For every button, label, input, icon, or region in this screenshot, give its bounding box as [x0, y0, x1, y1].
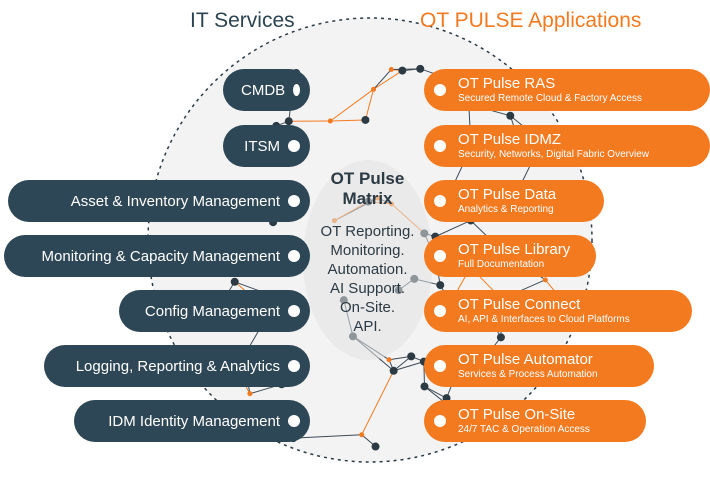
capability-ai-support: AI Support. — [329, 280, 406, 297]
network-link — [423, 361, 425, 387]
capability-monitoring: Monitoring. — [330, 242, 405, 259]
ot-app-subtitle: Analytics & Reporting — [458, 204, 554, 215]
network-link — [329, 88, 374, 122]
ot-app-text: OT Pulse RAS Secured Remote Cloud & Fact… — [458, 75, 642, 105]
capability-on-site: On-Site. — [339, 299, 396, 316]
connector-dot-icon — [434, 250, 446, 262]
ot-app-idmz[interactable]: OT Pulse IDMZ Security, Networks, Digita… — [424, 125, 710, 167]
network-link — [330, 119, 366, 122]
it-service-asset-inventory-management[interactable]: Asset & Inventory Management — [8, 180, 310, 222]
network-link — [293, 434, 362, 439]
network-node — [416, 64, 425, 73]
network-link — [373, 69, 392, 90]
it-service-label: IDM Identity Management — [108, 412, 280, 430]
ot-app-subtitle: Security, Networks, Digital Fabric Overv… — [458, 149, 649, 160]
it-service-config-management[interactable]: Config Management — [119, 290, 310, 332]
connector-dot-icon — [434, 140, 446, 152]
matrix-title-line-2: Matrix — [342, 189, 393, 208]
network-node — [371, 442, 380, 451]
ot-app-text: OT Pulse Connect AI, API & Interfaces to… — [458, 296, 630, 326]
network-node — [359, 432, 365, 438]
it-service-label: Logging, Reporting & Analytics — [75, 357, 280, 375]
connector-dot-icon — [434, 195, 446, 207]
capability-automation: Automation. — [327, 261, 408, 278]
ot-app-title: OT Pulse IDMZ — [458, 131, 562, 148]
network-node — [361, 115, 370, 124]
connector-dot-icon — [288, 195, 300, 207]
network-link — [361, 370, 395, 435]
network-node — [407, 352, 416, 361]
ot-app-data[interactable]: OT Pulse Data Analytics & Reporting — [424, 180, 604, 222]
ot-app-title: OT Pulse Data — [458, 186, 557, 203]
capability-api: API. — [353, 318, 382, 335]
network-link — [364, 89, 375, 121]
matrix-center-circle — [303, 160, 433, 360]
it-services-heading: IT Services — [190, 9, 295, 32]
it-service-monitoring-capacity-management[interactable]: Monitoring & Capacity Management — [4, 235, 310, 277]
network-link — [435, 220, 471, 238]
network-node — [496, 333, 505, 342]
it-service-label: CMDB — [241, 81, 286, 99]
it-service-label: ITSM — [244, 137, 280, 155]
ot-app-subtitle: 24/7 TAC & Operation Access — [458, 424, 590, 435]
network-node — [247, 391, 253, 397]
network-node — [327, 118, 333, 124]
ot-app-text: OT Pulse On-Site 24/7 TAC & Operation Ac… — [458, 406, 590, 436]
it-service-logging-reporting-analytics[interactable]: Logging, Reporting & Analytics — [44, 345, 310, 387]
connector-dot-icon — [288, 140, 300, 152]
capability-reporting: OT Reporting. — [320, 223, 415, 240]
ot-app-title: OT Pulse Library — [458, 241, 571, 258]
network-link — [424, 386, 447, 399]
network-node — [398, 66, 407, 75]
network-node — [284, 117, 293, 126]
ot-app-automator[interactable]: OT Pulse Automator Services & Process Au… — [424, 345, 654, 387]
connector-dot-icon — [288, 360, 300, 372]
ot-app-title: OT Pulse Connect — [458, 296, 581, 313]
network-link — [373, 70, 403, 90]
matrix-title: OT Pulse Matrix — [300, 169, 435, 209]
ot-app-text: OT Pulse Library Full Documentation — [458, 241, 570, 271]
it-service-cmdb[interactable]: CMDB — [223, 69, 310, 111]
it-service-label: Monitoring & Capacity Management — [41, 247, 280, 265]
it-service-label: Config Management — [144, 302, 280, 320]
network-node — [542, 277, 548, 283]
it-service-idm-identity-management[interactable]: IDM Identity Management — [74, 400, 310, 442]
ot-app-title: OT Pulse Automator — [458, 351, 593, 368]
ot-app-subtitle: AI, API & Interfaces to Cloud Platforms — [458, 314, 630, 325]
connector-dot-icon — [293, 84, 300, 96]
ot-app-text: OT Pulse Data Analytics & Reporting — [458, 186, 556, 216]
network-node — [420, 382, 429, 391]
it-service-label: Asset & Inventory Management — [70, 192, 280, 210]
network-node — [371, 86, 377, 92]
ot-app-on-site[interactable]: OT Pulse On-Site 24/7 TAC & Operation Ac… — [424, 400, 646, 442]
network-node — [386, 357, 392, 363]
ot-app-subtitle: Secured Remote Cloud & Factory Access — [458, 93, 642, 104]
network-node — [506, 111, 515, 120]
connector-dot-icon — [434, 84, 446, 96]
ot-pulse-applications-heading: OT PULSE Applications — [420, 9, 642, 32]
connector-dot-icon — [288, 305, 300, 317]
connector-dot-icon — [288, 415, 300, 427]
network-node — [389, 366, 398, 375]
connector-dot-icon — [434, 415, 446, 427]
connector-dot-icon — [434, 360, 446, 372]
ot-app-library[interactable]: OT Pulse Library Full Documentation — [424, 235, 596, 277]
connector-dot-icon — [288, 250, 300, 262]
matrix-capabilities: OT Reporting. Monitoring. Automation. AI… — [295, 222, 440, 336]
ot-app-ras[interactable]: OT Pulse RAS Secured Remote Cloud & Fact… — [424, 69, 710, 111]
connector-dot-icon — [434, 305, 446, 317]
ot-app-text: OT Pulse IDMZ Security, Networks, Digita… — [458, 131, 649, 161]
ot-app-title: OT Pulse RAS — [458, 75, 556, 92]
ot-app-connect[interactable]: OT Pulse Connect AI, API & Interfaces to… — [424, 290, 692, 332]
network-link — [393, 361, 424, 372]
ot-app-subtitle: Services & Process Automation — [458, 369, 598, 380]
ot-app-text: OT Pulse Automator Services & Process Au… — [458, 351, 598, 381]
it-service-itsm[interactable]: ITSM — [223, 125, 310, 167]
network-node — [436, 281, 445, 290]
network-node — [388, 66, 394, 72]
ot-app-title: OT Pulse On-Site — [458, 406, 576, 423]
ot-app-subtitle: Full Documentation — [458, 259, 545, 270]
matrix-title-line-1: OT Pulse — [330, 169, 405, 188]
network-node — [230, 277, 239, 286]
